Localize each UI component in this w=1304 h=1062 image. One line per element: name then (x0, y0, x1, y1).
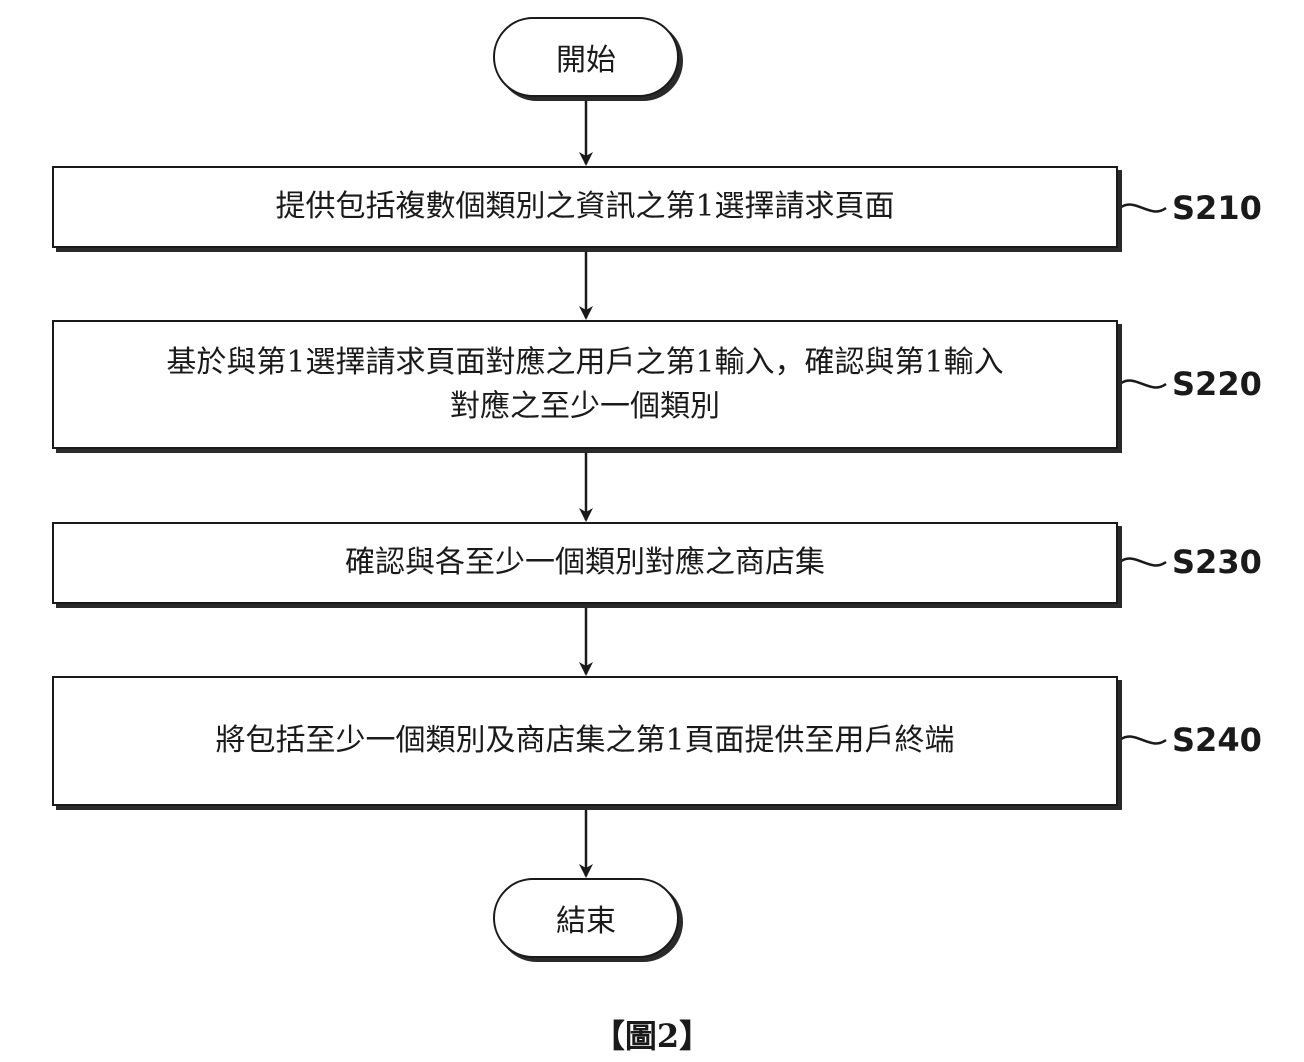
end-label: 結束 (556, 896, 616, 940)
step-s220-text-line1: 基於與第1選擇請求頁面對應之用戶之第1輸入，確認與第1輸入 (166, 341, 1003, 385)
step-s230-id: S230 (1172, 542, 1262, 582)
step-s220-id: S220 (1172, 364, 1262, 404)
step-s230-box: 確認與各至少一個類別對應之商店集 (52, 522, 1118, 604)
step-s220-text-line2: 對應之至少一個類別 (166, 385, 1003, 429)
step-s210-text: 提供包括複數個類別之資訊之第1選擇請求頁面 (275, 185, 894, 229)
leader-s240 (1120, 737, 1166, 744)
figure-caption: 【圖2】 (0, 1014, 1304, 1058)
step-s240-id: S240 (1172, 720, 1262, 760)
step-s240-box: 將包括至少一個類別及商店集之第1頁面提供至用戶終端 (52, 676, 1118, 806)
end-terminal: 結束 (493, 878, 679, 958)
start-terminal: 開始 (493, 17, 679, 97)
leader-s210 (1120, 205, 1166, 212)
leader-s220 (1120, 381, 1166, 388)
leader-s230 (1120, 559, 1166, 566)
start-label: 開始 (556, 35, 616, 79)
step-s210-box: 提供包括複數個類別之資訊之第1選擇請求頁面 (52, 166, 1118, 248)
step-s220-box: 基於與第1選擇請求頁面對應之用戶之第1輸入，確認與第1輸入 對應之至少一個類別 (52, 320, 1118, 449)
step-s210-id: S210 (1172, 188, 1262, 228)
step-s240-text: 將包括至少一個類別及商店集之第1頁面提供至用戶終端 (215, 719, 954, 763)
step-s230-text: 確認與各至少一個類別對應之商店集 (345, 541, 825, 585)
